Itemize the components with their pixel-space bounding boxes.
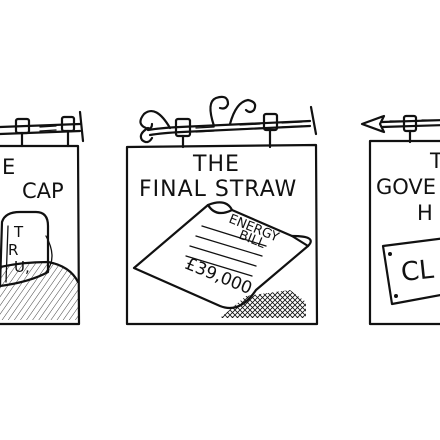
placard-pin	[388, 252, 392, 256]
tombstone-illustration: T R U,	[0, 210, 80, 320]
right-pub-sign: T GOVE H CL	[360, 114, 440, 326]
center-sign-board	[125, 143, 319, 326]
left-sign-title-line2: CAP	[22, 179, 64, 203]
tombstone-text-line2: R	[8, 241, 18, 259]
left-sign-bracket	[0, 110, 85, 148]
left-sign-title-line1: E	[2, 155, 15, 179]
closed-placard: CL	[381, 237, 440, 306]
right-sign-title-line2: GOVE	[376, 175, 436, 199]
energy-bill-amount: £39,000	[182, 254, 255, 299]
right-sign-board	[368, 139, 440, 326]
center-sign-title-line2: FINAL STRAW	[139, 177, 297, 202]
right-sign-bracket	[360, 114, 440, 144]
right-sign-title-line3: H	[417, 201, 433, 225]
energy-bill-illustration: ENERGY BILL £39,000	[132, 201, 312, 318]
left-sign-board	[0, 144, 81, 326]
right-sign-title-line1: T	[429, 149, 440, 173]
left-pub-sign: E CAP T R U,	[0, 110, 85, 326]
center-sign-title-line1: THE	[192, 152, 240, 177]
tombstone-text-line1: T	[13, 223, 24, 241]
center-sign-bracket	[139, 95, 318, 149]
tombstone-text-line3: U,	[14, 258, 30, 276]
placard-pin	[394, 294, 398, 298]
closed-placard-text: CL	[400, 255, 436, 288]
center-pub-sign: THE FINAL STRAW ENERGY BILL £39,000	[125, 95, 319, 326]
